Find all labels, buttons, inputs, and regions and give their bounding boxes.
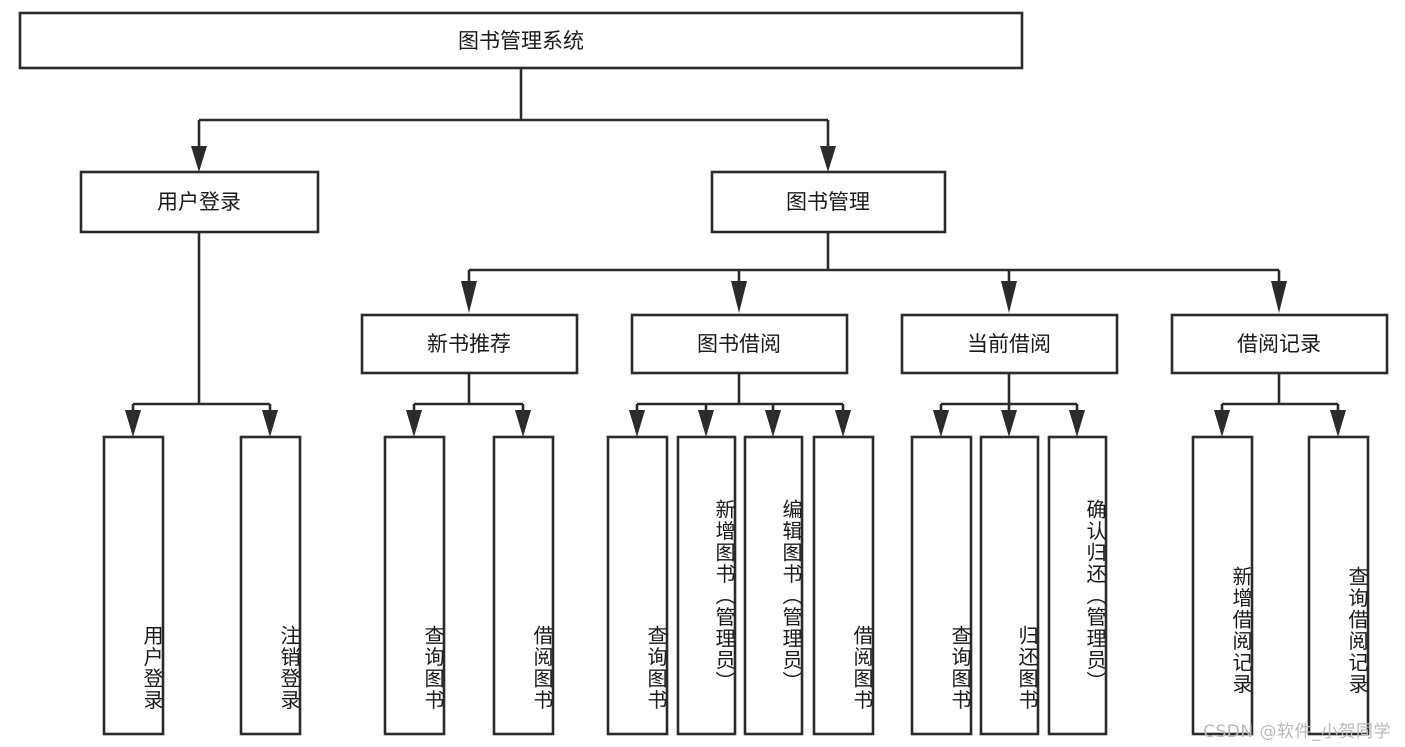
arrow-head-user-login bbox=[191, 146, 207, 172]
arrow-head-newbook-leaf-2 bbox=[515, 410, 531, 437]
leaf-box-current-query[interactable] bbox=[910, 435, 973, 736]
arrow-head-new-book bbox=[461, 281, 477, 313]
leaf-box-newbook-borrow[interactable] bbox=[492, 435, 555, 736]
arrow-head-currentborrow-leaf-2 bbox=[1001, 410, 1017, 437]
node-user-login-box[interactable] bbox=[79, 170, 320, 234]
leaf-box-logout[interactable] bbox=[239, 435, 302, 736]
node-borrow-record-label: 借阅记录 bbox=[1237, 332, 1321, 356]
nodes-group: 图书管理系统 用户登录 图书管理 新书推荐 图书借阅 当前借阅 借阅记录 bbox=[18, 11, 1389, 736]
node-book-manage-label: 图书管理 bbox=[786, 190, 870, 214]
arrow-head-leaf-user-login bbox=[125, 410, 141, 437]
arrow-head-leaf-logout bbox=[262, 410, 278, 437]
connectors-group bbox=[125, 68, 1346, 437]
arrow-head-bookborrow-leaf-3 bbox=[765, 410, 781, 437]
node-user-login-label: 用户登录 bbox=[157, 190, 241, 214]
node-root-box[interactable] bbox=[18, 11, 1024, 70]
arrow-head-newbook-leaf-1 bbox=[406, 410, 422, 437]
leaf-box-record-query[interactable] bbox=[1307, 435, 1370, 736]
node-new-book-box[interactable] bbox=[360, 313, 579, 375]
arrow-head-bookborrow-leaf-1 bbox=[629, 410, 645, 437]
leaf-box-current-confirm[interactable] bbox=[1047, 435, 1108, 736]
arrow-head-current-borrow bbox=[1001, 281, 1017, 313]
arrow-head-currentborrow-leaf-3 bbox=[1069, 410, 1085, 437]
leaf-box-borrow-add[interactable] bbox=[676, 435, 737, 736]
node-book-borrow-label: 图书借阅 bbox=[697, 332, 781, 356]
node-current-borrow-box[interactable] bbox=[900, 313, 1119, 375]
arrow-head-borrow-record bbox=[1271, 281, 1287, 313]
arrow-head-borrowrecord-leaf-1 bbox=[1214, 410, 1230, 437]
arrow-head-book-manage bbox=[820, 146, 836, 172]
node-borrow-record-box[interactable] bbox=[1170, 313, 1389, 375]
leaf-box-newbook-query[interactable] bbox=[383, 435, 446, 736]
leaf-box-user-login[interactable] bbox=[102, 435, 165, 736]
leaf-box-borrow-edit[interactable] bbox=[743, 435, 804, 736]
node-current-borrow-label: 当前借阅 bbox=[967, 332, 1051, 356]
leaf-box-borrow-lend[interactable] bbox=[812, 435, 875, 736]
leaf-box-record-add[interactable] bbox=[1191, 435, 1254, 736]
node-book-manage-box[interactable] bbox=[710, 170, 947, 234]
arrow-head-currentborrow-leaf-1 bbox=[933, 410, 949, 437]
watermark-label: CSDN @软件_小贺同学 bbox=[1203, 722, 1391, 742]
leaf-box-current-return[interactable] bbox=[979, 435, 1040, 736]
arrow-head-borrowrecord-leaf-2 bbox=[1330, 410, 1346, 437]
leaf-box-borrow-query[interactable] bbox=[606, 435, 669, 736]
node-new-book-label: 新书推荐 bbox=[427, 332, 511, 356]
node-book-borrow-box[interactable] bbox=[630, 313, 849, 375]
arrow-head-bookborrow-leaf-2 bbox=[698, 410, 714, 437]
arrow-head-book-borrow bbox=[731, 281, 747, 313]
arrow-head-bookborrow-leaf-4 bbox=[835, 410, 851, 437]
node-root-label: 图书管理系统 bbox=[458, 29, 584, 53]
